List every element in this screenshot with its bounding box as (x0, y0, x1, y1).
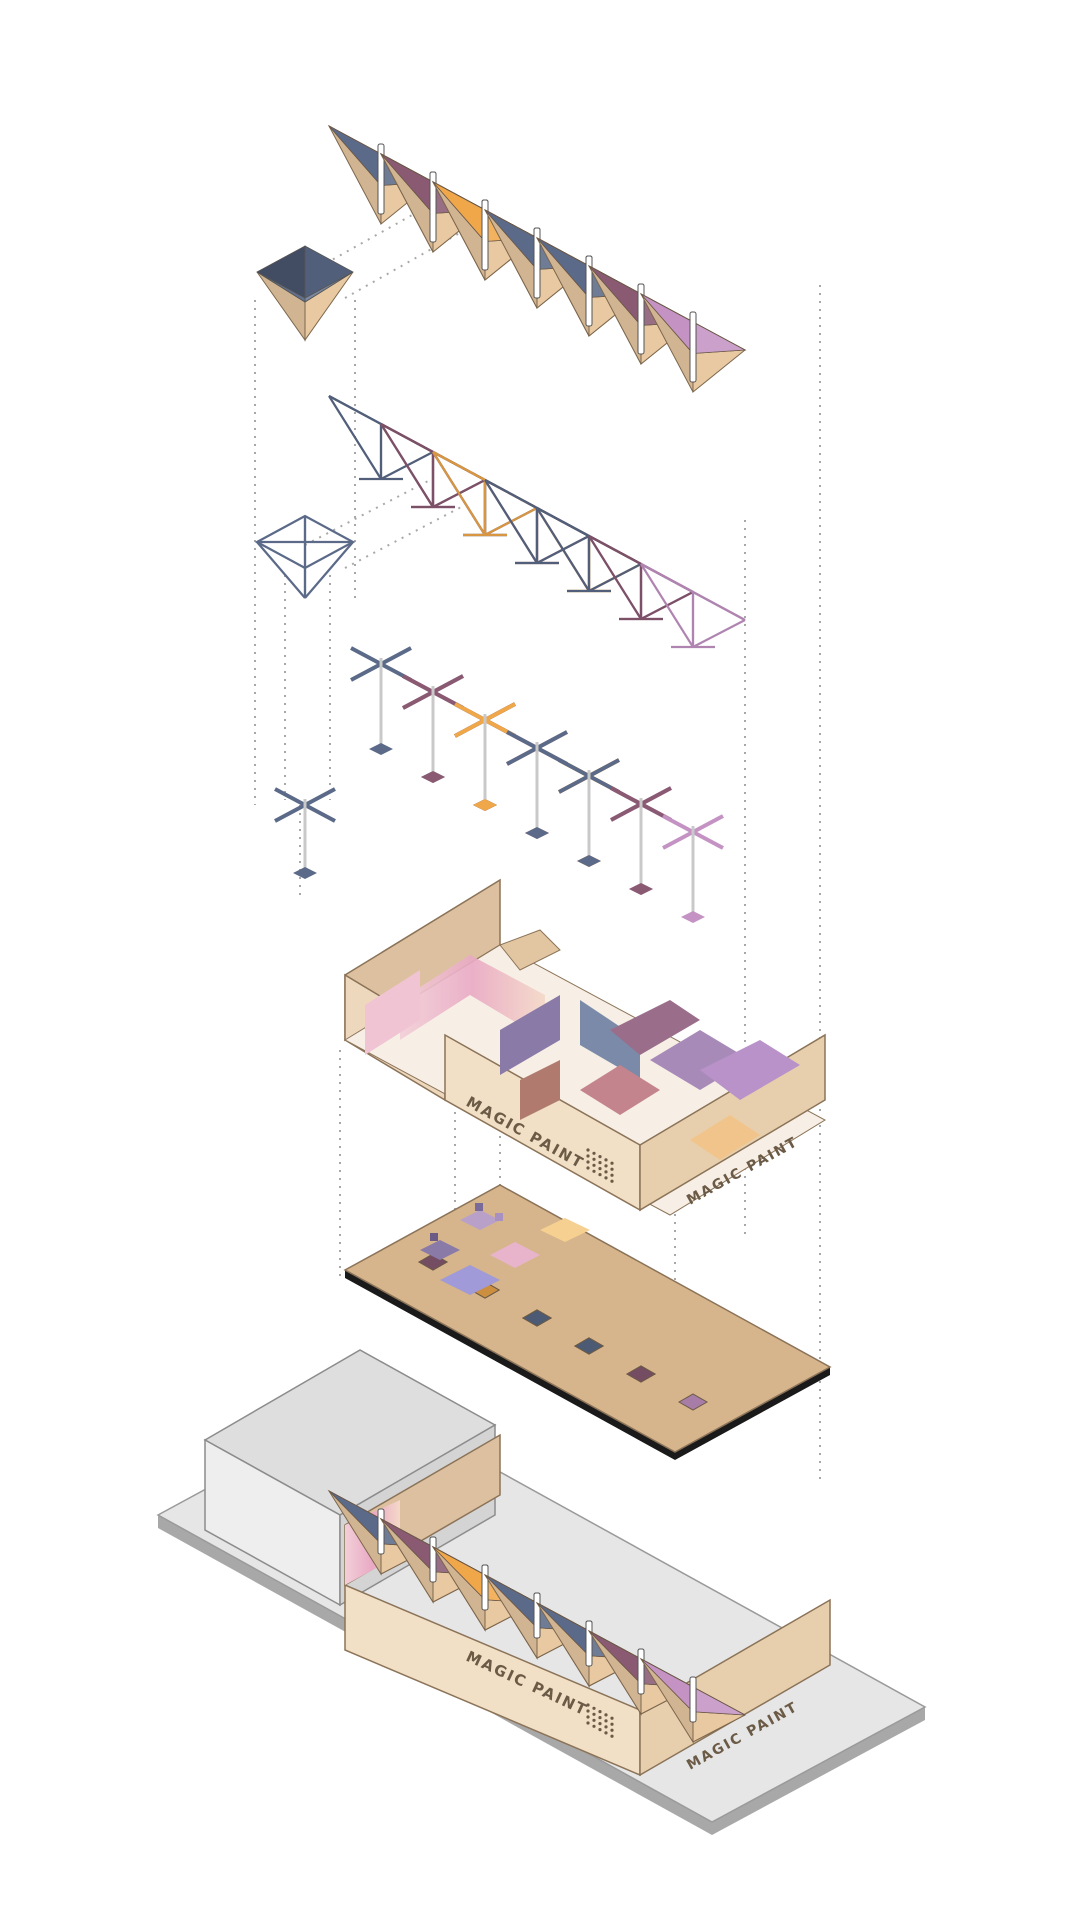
perforation-hole (592, 1169, 596, 1173)
perforation-hole (592, 1706, 596, 1710)
perforation-hole (604, 1731, 608, 1735)
frame-cell (328, 395, 434, 481)
floor-plate-layer (343, 1184, 832, 1460)
perforation-hole (592, 1151, 596, 1155)
assembled-roof (327, 1489, 747, 1744)
perforation-hole (604, 1158, 608, 1162)
perforation-hole (586, 1154, 590, 1158)
column-post (585, 255, 593, 327)
single-frame-module (254, 514, 356, 599)
column-post (377, 1508, 385, 1555)
perforation-hole (610, 1728, 614, 1732)
perforation-hole (598, 1173, 602, 1177)
frame-cell (380, 423, 486, 509)
column-post (533, 227, 541, 299)
perforation-hole (592, 1163, 596, 1167)
perforation-hole (610, 1167, 614, 1171)
perforation-hole (586, 1721, 590, 1725)
perforation-hole (610, 1716, 614, 1720)
perforation-hole (610, 1734, 614, 1738)
floor-opening (521, 1309, 553, 1327)
frame-cell (640, 563, 746, 649)
perforation-hole (604, 1713, 608, 1717)
frame-cell (536, 507, 642, 593)
perforation-hole (598, 1161, 602, 1165)
perforation-hole (598, 1155, 602, 1159)
pyramid-roof-layer (327, 124, 747, 394)
perforation-hole (604, 1176, 608, 1180)
perforation-hole (604, 1170, 608, 1174)
perforation-hole (586, 1703, 590, 1707)
perforation-hole (586, 1148, 590, 1152)
column-tree (662, 814, 724, 923)
perforated-panel (586, 1148, 614, 1183)
frame-cell (588, 535, 694, 621)
column-post (689, 311, 697, 383)
perforation-hole (604, 1164, 608, 1168)
floor-opening (677, 1393, 709, 1411)
perforation-hole (586, 1709, 590, 1713)
perforation-hole (586, 1715, 590, 1719)
column-tree (454, 702, 516, 811)
wall-layer: MAGIC PAINT MAGIC PAINT (343, 878, 827, 1216)
perforation-hole (586, 1166, 590, 1170)
perforation-hole (598, 1716, 602, 1720)
perforation-hole (598, 1728, 602, 1732)
model-perforated-panel (586, 1703, 614, 1738)
furniture-blocks (420, 1203, 590, 1295)
column-post (429, 1536, 437, 1583)
perforation-hole (598, 1722, 602, 1726)
space-frame-layer (328, 395, 746, 649)
column-post (429, 171, 437, 243)
column-post (585, 1620, 593, 1667)
perforation-hole (604, 1719, 608, 1723)
column-post (689, 1676, 697, 1723)
perforation-hole (610, 1179, 614, 1183)
column-post (377, 143, 385, 215)
roof-cell (639, 1657, 747, 1744)
column-tree (558, 758, 620, 867)
perforation-hole (592, 1718, 596, 1722)
perforation-hole (598, 1710, 602, 1714)
single-pyramid-module (256, 245, 354, 342)
assembled-model-layer: MAGIC PAINT MAGIC PAINT (156, 1349, 927, 1835)
frame-cell (484, 479, 590, 565)
perforation-hole (604, 1725, 608, 1729)
pyramid-face (692, 321, 747, 354)
column-tree (402, 674, 464, 783)
guide-line (304, 479, 431, 546)
column-post (637, 1648, 645, 1695)
perforation-hole (610, 1161, 614, 1165)
column-post (533, 1592, 541, 1639)
column-post (481, 199, 489, 271)
column-tree (274, 787, 336, 879)
roof-cell (639, 292, 747, 394)
perforation-hole (586, 1160, 590, 1164)
column-post (637, 283, 645, 355)
column-tree (350, 646, 412, 755)
frame-cell (432, 451, 538, 537)
floor-opening (625, 1365, 657, 1383)
floor-opening (573, 1337, 605, 1355)
perforation-hole (592, 1724, 596, 1728)
column-post (481, 1564, 489, 1611)
column-tree-layer (274, 646, 724, 923)
perforation-hole (598, 1167, 602, 1171)
perforation-hole (610, 1722, 614, 1726)
pyramid-face (328, 125, 382, 187)
perforation-hole (592, 1712, 596, 1716)
perforation-hole (592, 1157, 596, 1161)
column-tree (506, 730, 568, 839)
perforation-hole (610, 1173, 614, 1177)
guide-line (344, 504, 466, 569)
column-tree (610, 786, 672, 895)
